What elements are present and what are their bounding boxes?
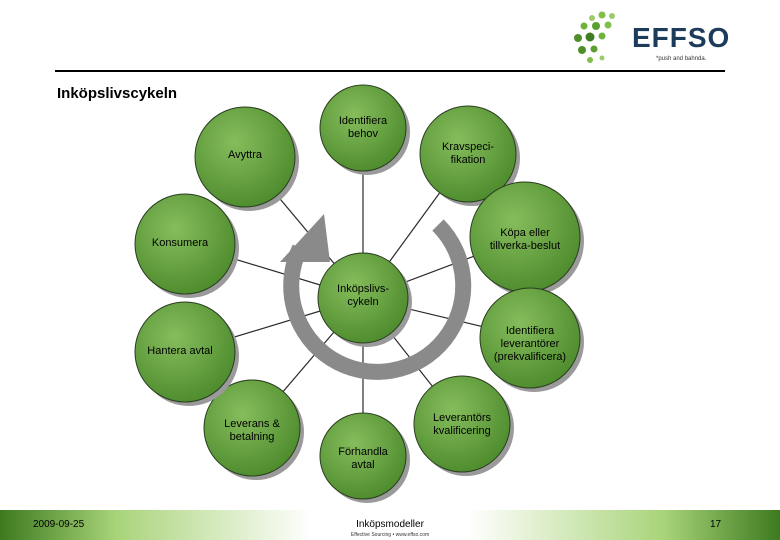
footer-page-number: 17 — [710, 519, 722, 530]
footer-title: Inköpsmodeller — [356, 519, 424, 530]
node-identifiera-behov-label: Identifiera behov — [338, 115, 388, 140]
footer-subtitle: Effective Sourcing • www.effso.com — [350, 532, 430, 538]
logo-tagline: *push and bahnda. — [656, 56, 707, 62]
logo-text: EFFSO — [632, 22, 731, 53]
center-label: Inköpslivs- cykeln — [337, 283, 389, 308]
node-forhandla-avtal-label: Förhandla avtal — [338, 446, 388, 471]
node-identifiera-leverantorer — [479, 287, 581, 389]
node-konsumera — [134, 193, 236, 295]
node-kravspecifikation-label: Kravspeci- fikation — [442, 141, 494, 166]
node-circles — [134, 84, 584, 503]
node-identifiera-behov — [319, 84, 407, 172]
node-identifiera-leverantorer-label: Identifiera leverantörer (prekvalificera… — [493, 325, 567, 363]
page-title: Inköpslivscykeln — [57, 85, 178, 102]
node-konsumera-label: Konsumera — [151, 237, 209, 249]
node-leverans-betalning-label: Leverans & betalning — [224, 418, 280, 443]
footer-bar — [0, 510, 780, 540]
node-leverantors-kvalificering-label: Leverantörs kvalificering — [432, 412, 492, 437]
node-avyttra — [194, 106, 296, 208]
node-leverantors-kvalificering — [413, 375, 511, 473]
cycle-ring-arc — [283, 219, 472, 380]
node-hantera-avtal — [134, 301, 236, 403]
effso-logo — [568, 8, 738, 72]
node-leverans-betalning — [203, 379, 301, 477]
node-hantera-avtal-label: Hantera avtal — [147, 345, 213, 357]
footer-date: 2009-09-25 — [33, 519, 85, 530]
header-rule — [55, 70, 725, 72]
center-node — [317, 252, 409, 344]
node-avyttra-label: Avyttra — [227, 149, 263, 161]
node-kopa-eller-tillverka-label: Köpa eller tillverka-beslut — [489, 227, 561, 252]
cycle-arrow-head-icon — [280, 214, 330, 262]
logo-dots-icon — [574, 11, 615, 63]
node-kravspecifikation — [419, 105, 517, 203]
cycle-ring — [280, 214, 472, 380]
node-forhandla-avtal — [319, 412, 407, 500]
